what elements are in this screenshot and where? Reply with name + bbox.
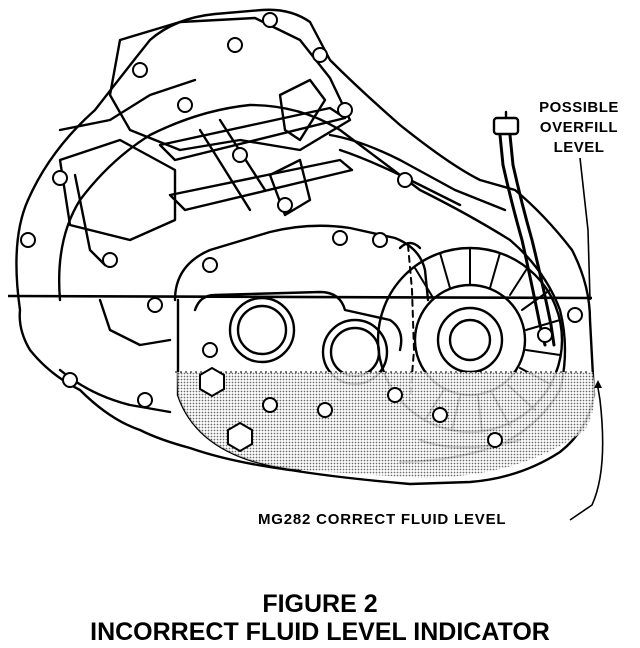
figure-number: FIGURE 2 — [262, 590, 378, 618]
figure-caption: INCORRECT FLUID LEVEL INDICATOR — [90, 618, 550, 646]
top-flange — [108, 16, 352, 152]
shift-rail — [158, 106, 347, 162]
dipstick-cap — [492, 116, 520, 136]
correct-level-leader — [569, 387, 604, 521]
overfill-leader — [579, 157, 591, 301]
axle-seal — [436, 306, 504, 374]
overfill-label-line-2: OVERFILL — [539, 119, 619, 136]
left-bracket — [58, 138, 177, 242]
overfill-level-line — [7, 294, 593, 300]
gear-bore-left — [228, 296, 296, 364]
bolts — [20, 12, 583, 448]
overfill-label-line-3: LEVEL — [553, 139, 605, 156]
dipstick-tube — [498, 133, 547, 347]
transaxle-drawing — [7, 8, 604, 521]
bell-housing-outline — [15, 8, 596, 486]
correct-fluid-level-label: MG282 CORRECT FLUID LEVEL — [258, 511, 507, 528]
fill-tube — [407, 244, 415, 401]
possible-overfill-level-label: POSSIBLE OVERFILL LEVEL — [538, 98, 620, 158]
figure-title: FIGURE 2 INCORRECT FLUID LEVEL INDICATOR — [0, 590, 640, 646]
gear-cover — [173, 224, 430, 302]
overfill-label-line-1: POSSIBLE — [539, 99, 619, 116]
